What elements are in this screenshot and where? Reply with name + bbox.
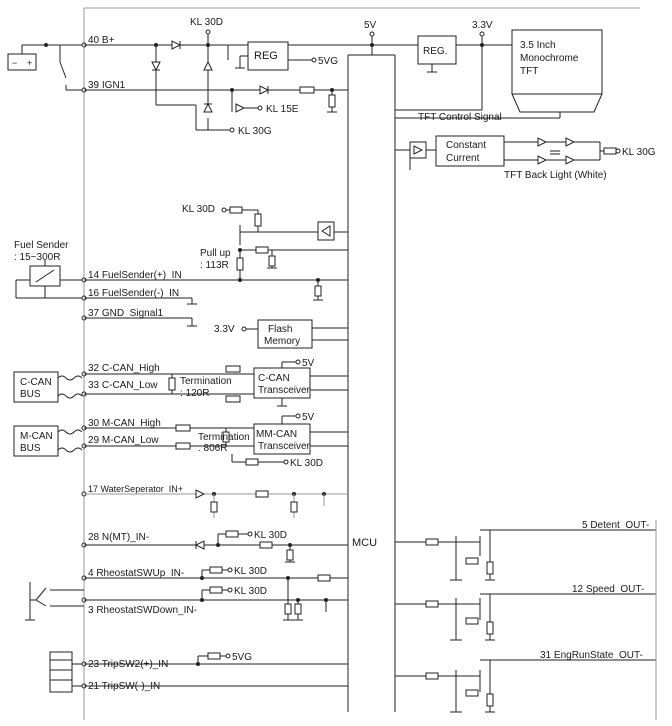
nmt-pin: 28 N(MT)_IN- — [88, 532, 149, 543]
c-can-transceiver-line2: Transceiver — [258, 385, 311, 396]
backlight-label: TFT Back Light (White) — [504, 170, 607, 181]
kl30g-1-label: KL 30G — [238, 126, 272, 137]
m-can-transceiver — [253, 423, 311, 455]
tft-control-label: TFT Control Signal — [418, 112, 502, 123]
diode-icon — [171, 40, 182, 50]
termination2-value: : 806R — [198, 443, 227, 454]
tft-line3: TFT — [520, 66, 538, 77]
v5g-trip-label: 5VG — [232, 652, 252, 663]
trip-section: 23 TripSW2(+)_IN 21 TripSW(-)_IN 5VG — [49, 651, 348, 693]
led-icon — [565, 155, 576, 165]
water-separator-section: 17 WaterSeperator_IN+ — [81, 484, 348, 518]
rheostat-section: 4 RheostatSWUp_IN- 3 RheostatSWDown_IN- … — [25, 566, 348, 621]
cc-line1: Constant — [446, 140, 486, 151]
termination1-label: Termination — [180, 376, 232, 387]
backlight-section: Constant Current KL 30G TFT Back Light (… — [395, 135, 656, 181]
m-can-transceiver-line2: Transceiver — [258, 441, 311, 452]
power-section: − + 40 B+ 39 IGN1 KL 30D — [7, 17, 603, 137]
led-icon — [565, 137, 576, 147]
m-can-section: M-CAN BUS 30 M-CAN_High 29 M-CAN_Low Ter… — [13, 412, 348, 469]
tft-line2: Monochrome — [520, 53, 579, 64]
led-icon — [537, 137, 548, 147]
v5-ccan-label: 5V — [302, 358, 315, 369]
v5-mcan-label: 5V — [302, 412, 315, 423]
cc-line2: Current — [446, 153, 480, 164]
termination1-value: : 120R — [180, 388, 209, 399]
v5g-label: 5VG — [318, 56, 338, 67]
reg-label: REG — [254, 50, 278, 62]
trip-switch-symbol — [49, 651, 73, 693]
c-can-high-pin: 32 C-CAN_High — [88, 363, 160, 374]
c-can-transceiver — [253, 367, 311, 399]
c-can-low-pin: 33 C-CAN_Low — [88, 380, 158, 391]
speed-out-pin: 12 Speed_OUT- — [572, 584, 644, 595]
output-speed: 12 Speed_OUT- — [395, 584, 656, 641]
output-engrun: 31 EngRunState_OUT- — [395, 650, 656, 713]
fuel-plus-pin: 14 FuelSender(+)_IN — [88, 270, 182, 281]
m-can-low-pin: 29 M-CAN_Low — [88, 435, 159, 446]
mcu-label: MCU — [352, 537, 377, 549]
fuel-sender-label: Fuel Sender — [14, 240, 69, 251]
ign1-pin: 39 IGN1 — [88, 80, 126, 91]
kl30d-mcan-label: KL 30D — [290, 458, 323, 469]
reg2-label: REG. — [423, 46, 447, 57]
kl30d-top-label: KL 30D — [190, 17, 223, 28]
fuel-section: KL 30D Pull up : 113R Fuel Sender : 15~3… — [14, 204, 348, 305]
detent-out-pin: 5 Detent_OUT- — [582, 520, 649, 531]
gnd-signal-pin: 37 GND_Signal1 — [88, 308, 163, 319]
fuel-minus-pin: 16 FuelSender(-)_IN — [88, 288, 179, 299]
pullup-label: Pull up — [200, 248, 231, 259]
kl30d-down-label: KL 30D — [234, 586, 267, 597]
kl30d-up-label: KL 30D — [234, 566, 267, 577]
flash-memory-block — [257, 319, 313, 349]
flash-line2: Memory — [264, 336, 300, 347]
c-can-bus-line2: BUS — [20, 389, 41, 400]
battery-plus: + — [27, 58, 32, 68]
gnd-section: 37 GND_Signal1 — [81, 308, 197, 327]
engrun-out-pin: 31 EngRunState_OUT- — [540, 650, 643, 661]
m-can-bus-line2: BUS — [20, 443, 41, 454]
kl30d-fuel-label: KL 30D — [182, 204, 215, 215]
kl15e-label: KL 15E — [266, 104, 299, 115]
b-plus-pin: 40 B+ — [88, 35, 115, 46]
flash-line1: Flash — [268, 324, 292, 335]
nmt-section: 28 N(MT)_IN- KL 30D — [81, 530, 348, 563]
tft-display — [511, 29, 603, 95]
c-can-bus-block — [13, 371, 59, 403]
v5-top-label: 5V — [364, 20, 377, 31]
m-can-bus-block — [13, 425, 59, 457]
rheostat-up-pin: 4 RheostatSWUp_IN- — [88, 568, 184, 579]
mcu-block: MCU — [347, 54, 396, 712]
reg-block — [247, 41, 289, 71]
water-separator-pin: 17 WaterSeperator_IN+ — [88, 484, 183, 494]
reg2-block — [417, 35, 457, 65]
fuel-sender-range: : 15~300R — [14, 252, 60, 263]
output-detent: 5 Detent_OUT- — [395, 520, 656, 581]
kl30d-nmt-label: KL 30D — [254, 530, 287, 541]
pullup-value: : 113R — [200, 260, 229, 271]
led-icon — [537, 155, 548, 165]
v33-top-label: 3.3V — [472, 20, 493, 31]
flash-section: 3.3V Flash Memory — [214, 319, 348, 349]
battery-minus: − — [12, 58, 17, 68]
m-can-transceiver-line1: MM-CAN — [256, 429, 297, 440]
constant-current-block — [435, 135, 505, 167]
rheostat-down-pin: 3 RheostatSWDown_IN- — [88, 605, 197, 616]
m-can-high-pin: 30 M-CAN_High — [88, 418, 161, 429]
c-can-transceiver-line1: C-CAN — [258, 373, 290, 384]
c-can-bus-line1: C-CAN — [20, 377, 52, 388]
v33-flash-label: 3.3V — [214, 324, 235, 335]
m-can-bus-line1: M-CAN — [20, 431, 53, 442]
c-can-section: C-CAN BUS 32 C-CAN_High 33 C-CAN_Low Ter… — [13, 358, 348, 407]
tft-line1: 3.5 Inch — [520, 40, 556, 51]
termination2-label: Termination — [198, 432, 250, 443]
kl30g-2-label: KL 30G — [622, 147, 656, 158]
